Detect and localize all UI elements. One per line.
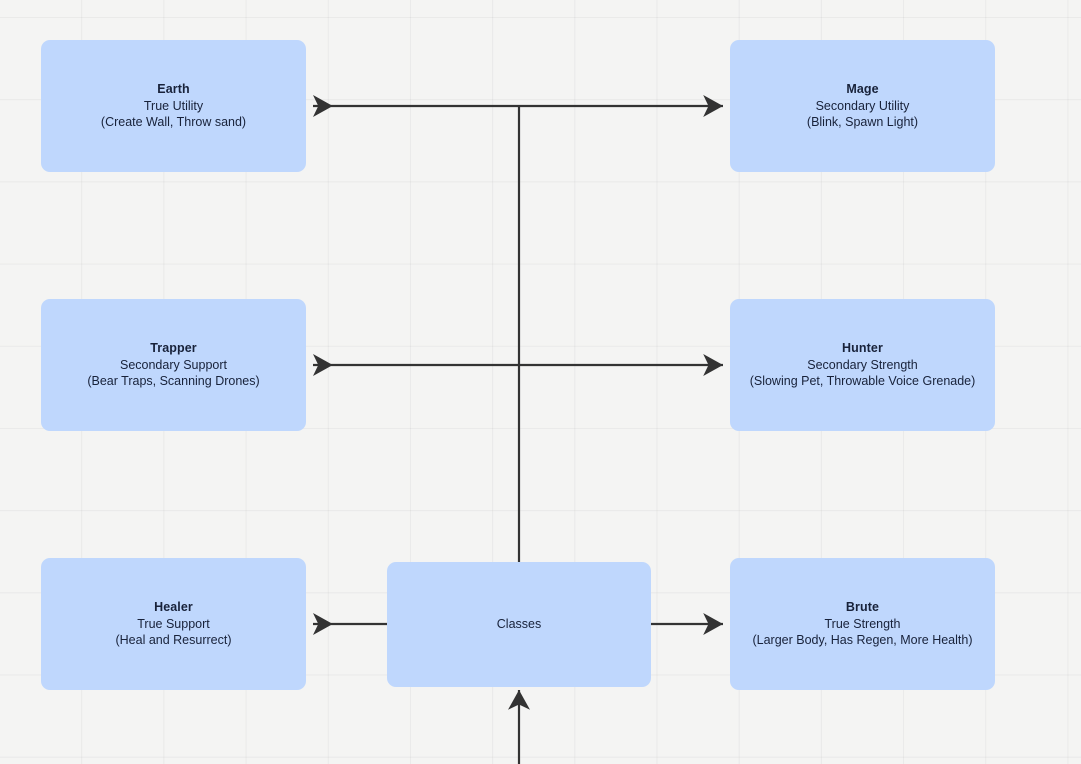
node-trapper[interactable]: Trapper Secondary Support (Bear Traps, S…: [41, 299, 306, 431]
node-trapper-title: Trapper: [150, 341, 197, 356]
node-hunter[interactable]: Hunter Secondary Strength (Slowing Pet, …: [730, 299, 995, 431]
node-brute[interactable]: Brute True Strength (Larger Body, Has Re…: [730, 558, 995, 690]
node-hunter-content: Hunter Secondary Strength (Slowing Pet, …: [742, 340, 983, 390]
node-trapper-detail: (Bear Traps, Scanning Drones): [87, 374, 260, 389]
node-healer-title: Healer: [154, 600, 193, 615]
node-mage-content: Mage Secondary Utility (Blink, Spawn Lig…: [742, 81, 983, 131]
node-trapper-subtitle: Secondary Support: [119, 357, 227, 372]
node-healer-subtitle: True Support: [137, 616, 210, 631]
node-classes-root[interactable]: Classes: [387, 562, 651, 687]
node-brute-detail: (Larger Body, Has Regen, More Health): [752, 633, 973, 648]
node-earth-subtitle: True Utility: [143, 98, 204, 113]
node-healer[interactable]: Healer True Support (Heal and Resurrect): [41, 558, 306, 690]
node-mage[interactable]: Mage Secondary Utility (Blink, Spawn Lig…: [730, 40, 995, 172]
node-mage-subtitle: Secondary Utility: [815, 98, 910, 113]
node-healer-detail: (Heal and Resurrect): [115, 633, 232, 648]
node-healer-content: Healer True Support (Heal and Resurrect): [53, 599, 294, 649]
node-earth-content: Earth True Utility (Create Wall, Throw s…: [53, 81, 294, 131]
node-hunter-subtitle: Secondary Strength: [807, 357, 918, 372]
node-classes-content: Classes: [399, 616, 639, 633]
node-earth[interactable]: Earth True Utility (Create Wall, Throw s…: [41, 40, 306, 172]
node-brute-content: Brute True Strength (Larger Body, Has Re…: [742, 599, 983, 649]
node-classes-label: Classes: [496, 617, 542, 632]
node-hunter-title: Hunter: [842, 341, 883, 356]
node-brute-subtitle: True Strength: [824, 616, 901, 631]
node-trapper-content: Trapper Secondary Support (Bear Traps, S…: [53, 340, 294, 390]
node-brute-title: Brute: [845, 600, 880, 615]
node-earth-detail: (Create Wall, Throw sand): [100, 115, 247, 130]
node-hunter-detail: (Slowing Pet, Throwable Voice Grenade): [749, 374, 976, 389]
node-mage-title: Mage: [846, 82, 879, 97]
node-mage-detail: (Blink, Spawn Light): [806, 115, 919, 130]
node-earth-title: Earth: [157, 82, 190, 97]
